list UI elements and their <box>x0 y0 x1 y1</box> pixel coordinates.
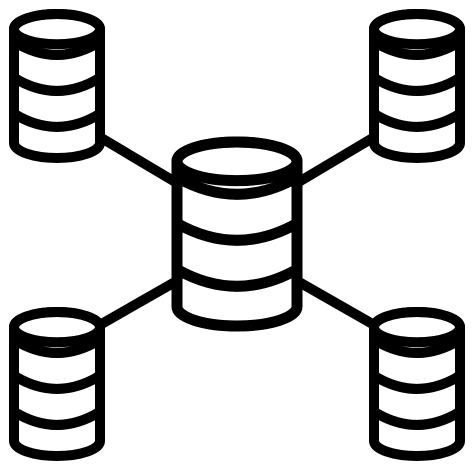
connector-line-top-right <box>287 131 381 191</box>
top-right-database-icon-band-2 <box>369 72 465 96</box>
bottom-right-database-icon-band-3 <box>369 406 465 430</box>
bottom-right-database-icon-top-rim <box>369 307 465 348</box>
bottom-left-database-icon <box>9 307 105 461</box>
bottom-left-database-icon-band-3 <box>9 406 105 430</box>
center-database-icon-top-rim <box>171 136 303 187</box>
top-right-database-icon-band-3 <box>369 108 465 132</box>
center-database-icon-band-1 <box>171 171 303 200</box>
connector-line-top-left <box>93 131 187 191</box>
bottom-left-database-icon-band-1 <box>9 334 105 358</box>
top-left-database-icon <box>9 9 105 163</box>
bottom-left-database-icon-top-rim <box>9 307 105 348</box>
top-right-database-icon <box>369 9 465 163</box>
bottom-right-database-icon-band-1 <box>369 334 465 358</box>
center-database-icon <box>171 136 303 332</box>
connector-line-bottom-left <box>93 273 187 331</box>
top-left-database-icon-band-1 <box>9 36 105 60</box>
top-left-database-icon-top-rim <box>9 9 105 50</box>
center-database-icon-band-3 <box>171 263 303 292</box>
top-right-database-icon-top-rim <box>369 9 465 50</box>
connector-line-bottom-right <box>287 273 381 331</box>
bottom-right-database-icon <box>369 307 465 461</box>
top-left-database-icon-band-3 <box>9 108 105 132</box>
top-left-database-icon-band-2 <box>9 72 105 96</box>
bottom-right-database-icon-band-2 <box>369 370 465 394</box>
center-database-icon-band-2 <box>171 217 303 246</box>
bottom-left-database-icon-band-2 <box>9 370 105 394</box>
top-right-database-icon-band-1 <box>369 36 465 60</box>
